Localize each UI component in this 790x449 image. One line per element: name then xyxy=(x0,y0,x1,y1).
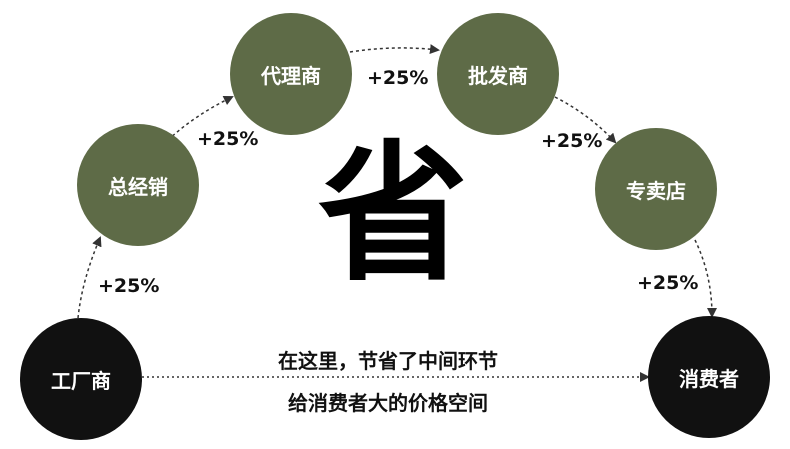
node-factory: 工厂商 xyxy=(20,318,142,440)
node-label: 批发商 xyxy=(468,63,528,88)
node-label: 工厂商 xyxy=(51,368,111,393)
node-label: 专卖店 xyxy=(626,178,686,203)
markup-label-5: +25% xyxy=(637,272,699,294)
markup-label-3: +25% xyxy=(367,67,429,89)
node-store: 专卖店 xyxy=(595,128,717,250)
markup-label-2: +25% xyxy=(197,128,259,150)
node-label: 代理商 xyxy=(261,63,321,88)
node-consumer: 消费者 xyxy=(648,316,770,438)
arrow-agent-to-wholesaler xyxy=(349,44,440,55)
node-agent: 代理商 xyxy=(230,13,352,135)
node-wholesaler: 批发商 xyxy=(437,13,559,135)
caption-line-1: 在这里，节省了中间环节 xyxy=(278,349,498,373)
node-label: 消费者 xyxy=(679,366,739,391)
arrow-wholesaler-to-store xyxy=(554,96,617,144)
arrow-factory-to-general xyxy=(77,236,102,319)
caption-line-2: 给消费者大的价格空间 xyxy=(288,391,488,415)
arrow-store-to-consumer xyxy=(694,239,717,318)
center-character: 省 xyxy=(318,128,469,302)
markup-label-1: +25% xyxy=(98,275,160,297)
node-label: 总经销 xyxy=(108,174,168,199)
node-general-dealer: 总经销 xyxy=(77,124,199,246)
markup-label-4: +25% xyxy=(541,130,603,152)
